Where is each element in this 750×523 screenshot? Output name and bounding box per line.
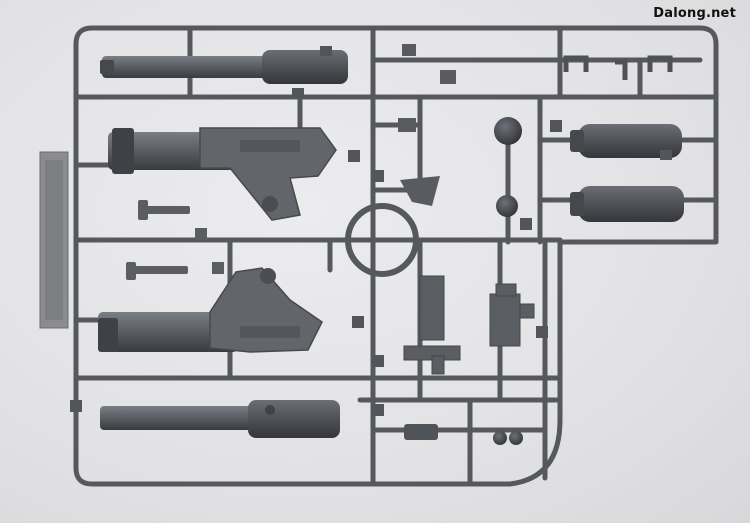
runner-gate-tabs [70,46,672,416]
watermark: Dalong.net [653,6,736,21]
part-tank-upper [570,124,682,158]
runner-ring [345,203,419,277]
runner-tag-plate [39,151,69,329]
part-small-bottom [404,424,523,445]
part-small-brackets-left [126,200,224,280]
part-assembly-center-left [403,275,461,375]
part-tank-lower [570,186,684,222]
part-small-center [398,44,456,206]
part-sphere [494,117,522,145]
part-gun-lower [98,267,323,353]
part-small-joint [496,195,518,217]
part-clips-top [563,55,673,80]
part-long-barrel-top [100,50,348,84]
part-gun-upper [108,127,337,221]
part-long-barrel-bottom [100,400,340,438]
part-assembly-center-right [489,283,535,347]
